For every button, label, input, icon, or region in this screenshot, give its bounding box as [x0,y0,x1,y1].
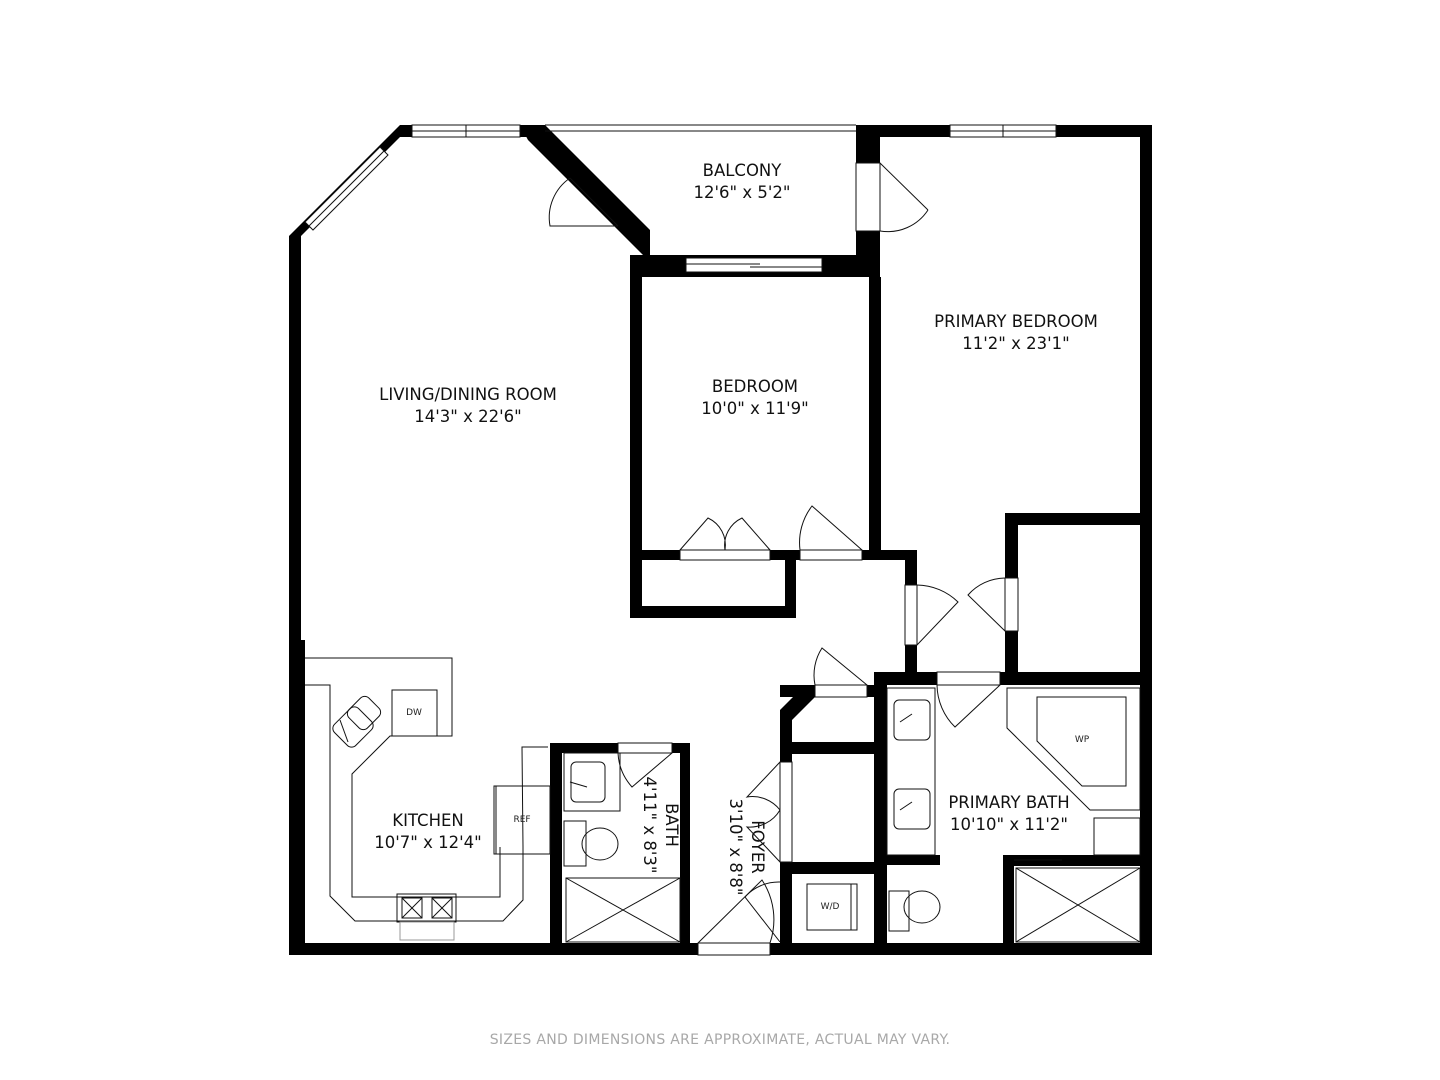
wall-primary-bath-top [874,672,1152,685]
room-label-primary-bedroom: PRIMARY BEDROOM 11'2" x 23'1" [934,312,1098,353]
wall-bath-right [680,743,690,955]
room-label-kitchen: KITCHEN 10'7" x 12'4" [374,811,482,852]
wall-bedroom-left [630,262,642,618]
whirlpool-label: WP [1074,735,1090,745]
kitchen-sink [332,695,382,748]
wall-primary-bath-left [874,672,887,955]
room-label-bath: BATH 4'11" x 8'3" [640,776,681,874]
wall-bedroom-right [869,277,881,560]
whirlpool-tub-surround [1006,687,1141,811]
washer-dryer [806,883,858,931]
room-label-balcony: BALCONY 12'6" x 5'2" [693,161,791,202]
wall-foyer-mid [780,742,874,754]
wall-closet-bottom [630,606,796,618]
bath-shower [565,877,681,943]
room-label-primary-bath: PRIMARY BATH 10'10" x 11'2" [948,793,1070,834]
bath-toilet-tank [563,820,587,867]
wall-living-left [289,236,301,955]
wall-kitchen-edge [301,640,305,955]
washer-dryer-label: W/D [820,902,840,912]
wall-right [1140,125,1152,955]
wall-primary-closet-top [1005,513,1152,525]
room-label-living: LIVING/DINING ROOM 14'3" x 22'6" [379,385,557,426]
primary-shower [1015,867,1141,943]
wall-foyer-low [780,862,874,874]
kitchen-counter [305,657,501,898]
primary-toilet-tank [888,890,910,932]
primary-toilet [903,890,941,924]
dishwasher-label: DW [406,708,422,718]
bath-toilet [581,827,619,861]
room-label-bedroom: BEDROOM 10'0" x 11'9" [701,377,809,418]
refrigerator [493,785,551,855]
refrigerator-label: REF [513,815,531,825]
disclaimer: SIZES AND DIMENSIONS ARE APPROXIMATE, AC… [489,1032,951,1048]
sliding-door [685,257,823,273]
bath-vanity [563,752,621,812]
door-swing-balcony [548,177,618,227]
dishwasher [391,689,438,737]
wall-vanity-bottom [887,855,940,865]
room-label-foyer: FOYER 3'10" x 8'8" [726,798,767,896]
wall-shower-top [1003,855,1152,866]
wall-bath-left [550,743,562,955]
wall-bedroom-bottom [630,550,915,560]
wall-closet-right [785,550,796,618]
stove [396,893,457,941]
whirlpool-tub [1036,696,1127,787]
wall-shower-left [1003,855,1014,955]
